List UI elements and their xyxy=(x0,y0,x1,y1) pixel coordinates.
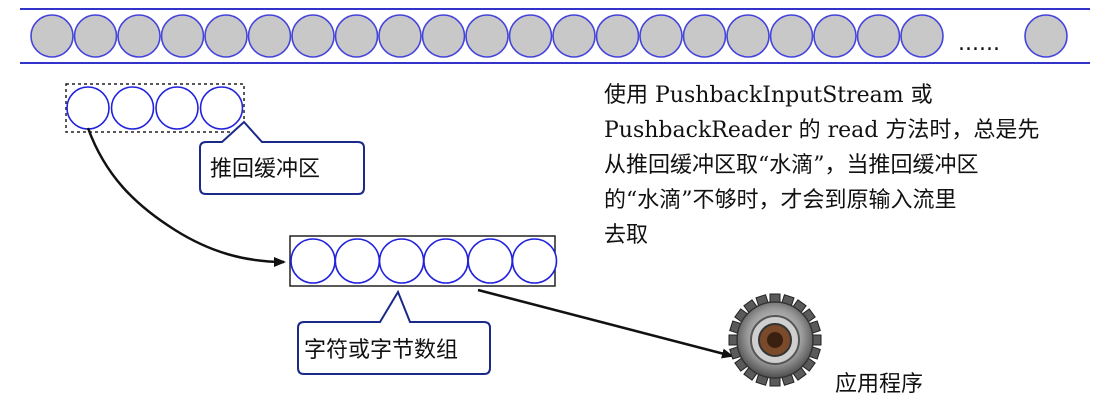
stream-drop xyxy=(73,14,118,58)
description-line: 的“水滴”不够时，才会到原输入流里 xyxy=(604,188,957,213)
stream-drop xyxy=(117,14,161,58)
stream-ellipsis: ...... xyxy=(958,31,1000,56)
gear-icon xyxy=(728,293,822,387)
stream-drop xyxy=(378,14,422,58)
buffer-slot xyxy=(66,86,110,130)
pushback-buffer-frame xyxy=(65,83,245,133)
pushback-buffer-label: 推回缓冲区 xyxy=(210,157,320,182)
byte-array-slots xyxy=(290,238,558,284)
pushback-buffer-slots xyxy=(66,86,244,130)
input-stream: ...... xyxy=(20,8,1090,64)
array-slot xyxy=(467,238,514,284)
description-line: PushbackReader 的 read 方法时，总是先 xyxy=(604,118,1040,143)
application-label: 应用程序 xyxy=(835,372,924,397)
stream-drop xyxy=(247,14,292,58)
byte-array xyxy=(289,235,558,287)
stream-drop xyxy=(856,14,901,58)
stream-drop xyxy=(552,14,596,58)
stream-drop xyxy=(465,14,509,58)
stream-drop xyxy=(769,14,814,58)
array-slot xyxy=(378,238,425,284)
pushback-buffer xyxy=(65,83,245,133)
buffer-slot xyxy=(110,86,155,130)
stream-drop xyxy=(30,14,74,58)
byte-array-callout: 字符或字节数组 xyxy=(297,289,491,375)
array-slot xyxy=(290,238,336,284)
stream-drop xyxy=(595,14,640,58)
stream-drops xyxy=(30,14,1068,58)
stream-drop xyxy=(421,14,466,58)
callout-bubble xyxy=(297,289,491,375)
stream-drop xyxy=(508,14,553,58)
array-slot xyxy=(511,238,558,284)
buffer-slot xyxy=(199,86,244,130)
byte-array-label: 字符或字节数组 xyxy=(304,338,458,363)
stream-drop xyxy=(291,14,335,58)
buffer-to-array-arrow xyxy=(86,127,286,267)
array-slot xyxy=(423,238,469,284)
buffer-slot xyxy=(155,86,199,130)
pushback-buffer-callout: 推回缓冲区 xyxy=(199,120,365,195)
stream-drop xyxy=(334,14,379,58)
stream-drop xyxy=(204,14,248,58)
stream-drop xyxy=(813,14,857,58)
description-text: 使用 PushbackInputStream 或 PushbackReader … xyxy=(604,78,1044,253)
stream-drop xyxy=(639,14,683,58)
description-line: 使用 PushbackInputStream 或 xyxy=(604,83,933,108)
stream-drop xyxy=(900,14,944,58)
description-line: 从推回缓冲区取“水滴”，当推回缓冲区 xyxy=(604,153,979,178)
description-line: 去取 xyxy=(604,223,649,248)
array-slot xyxy=(334,238,381,284)
stream-drop xyxy=(160,14,205,58)
stream-drop xyxy=(682,14,727,58)
callout-bubble xyxy=(199,120,365,195)
stream-drop xyxy=(726,14,770,58)
stream-drop xyxy=(1024,14,1068,58)
array-to-app-arrow xyxy=(477,288,734,359)
